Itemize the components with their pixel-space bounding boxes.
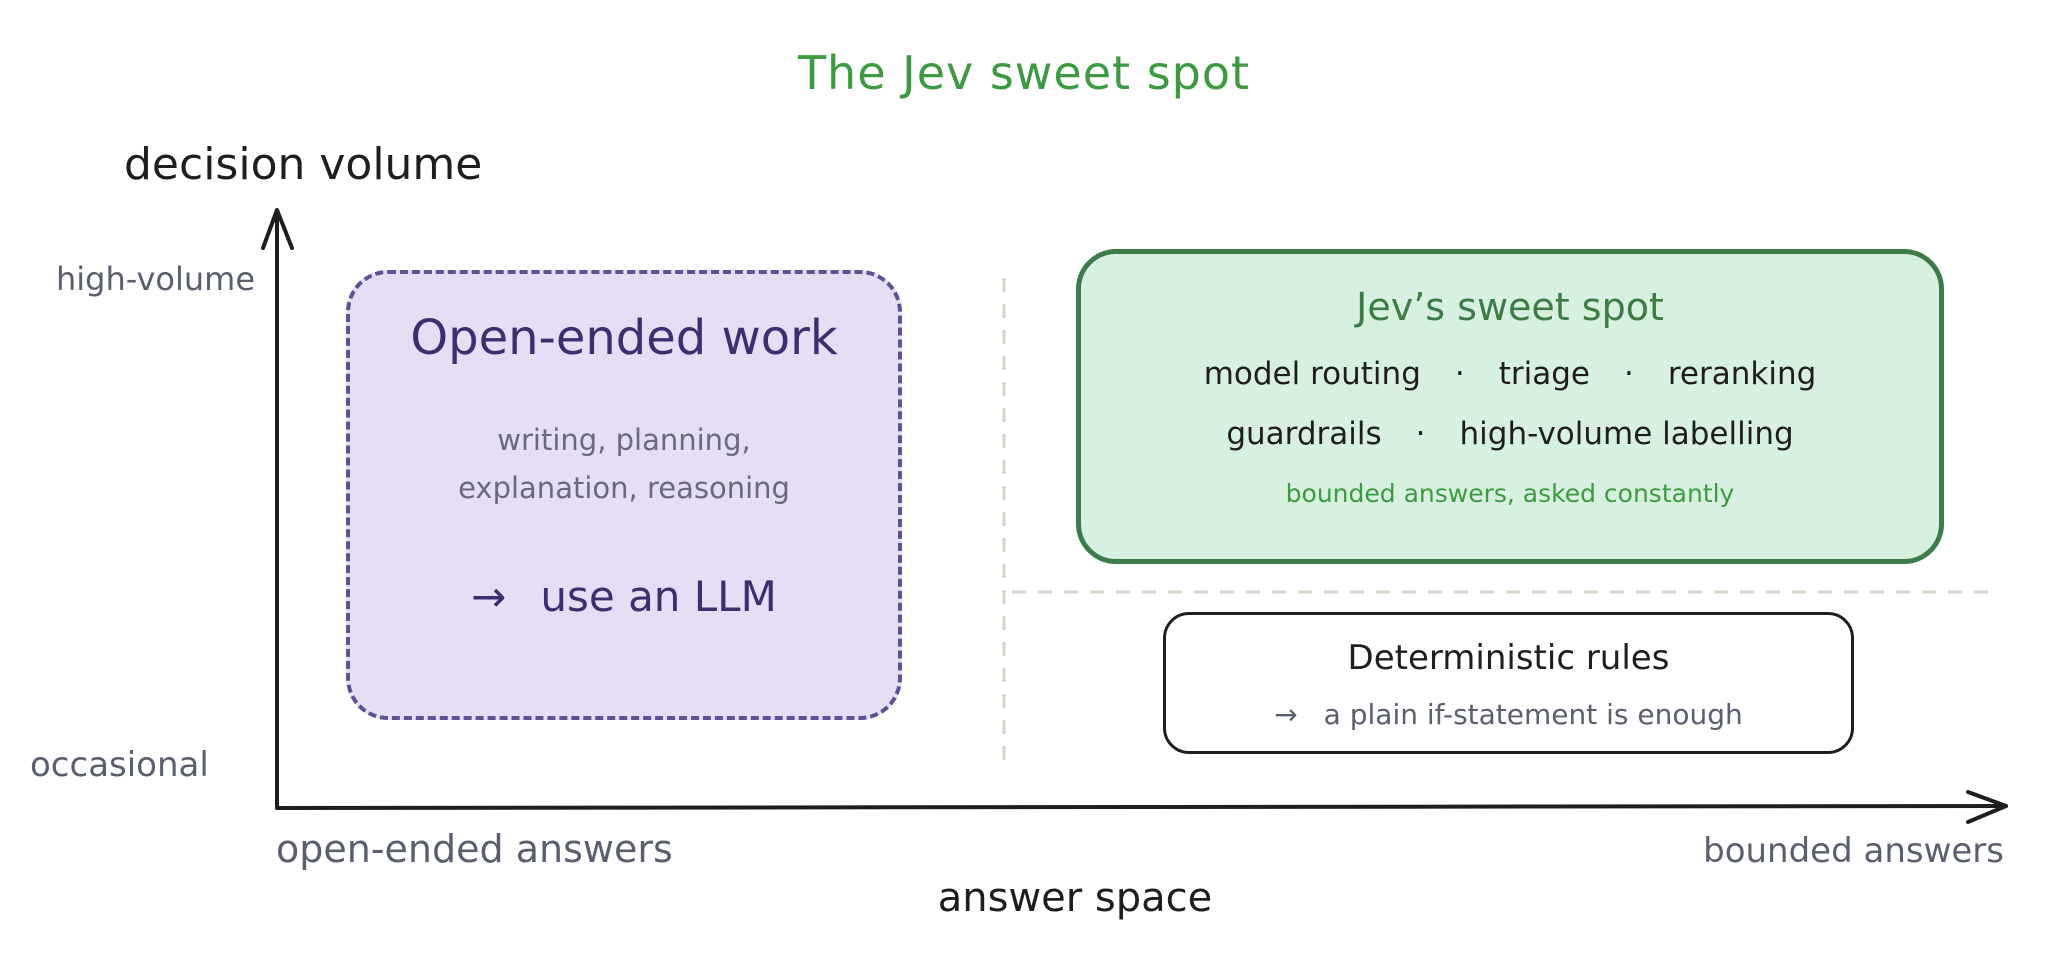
- sweet-spot-card: Jev’s sweet spot model routing · triage · re…: [1076, 249, 1944, 564]
- open-ended-work-cta: →use an LLM: [350, 576, 898, 618]
- item-reranking: reranking: [1667, 356, 1817, 392]
- item-high-volume-labelling: high-volume labelling: [1459, 416, 1794, 452]
- item-model-routing: model routing: [1203, 356, 1421, 392]
- separator-dot: ·: [1624, 356, 1634, 392]
- deterministic-rules-note: → a plain if-statement is enough: [1166, 701, 1851, 729]
- deterministic-rules-card: Deterministic rules → a plain if-statemen…: [1163, 612, 1854, 754]
- separator-dot: ·: [1415, 416, 1426, 452]
- item-triage: triage: [1498, 356, 1590, 392]
- if-statement-label: a plain if-statement is enough: [1323, 698, 1743, 731]
- y-axis-low-label: occasional: [30, 745, 209, 785]
- x-axis-label: answer space: [937, 875, 1213, 921]
- x-axis-right-label: bounded answers: [1703, 831, 2004, 871]
- sweet-spot-items-row1: model routing · triage · reranking: [1081, 359, 1939, 390]
- diagram-title: The Jev sweet spot: [797, 46, 1251, 100]
- use-llm-label: use an LLM: [540, 572, 777, 621]
- x-axis-left-label: open-ended answers: [276, 827, 673, 871]
- sweet-spot-title: Jev’s sweet spot: [1356, 285, 1664, 329]
- right-arrow-icon: →: [1274, 698, 1298, 731]
- open-ended-work-card: Open-ended work writing, planning, expla…: [346, 270, 902, 720]
- open-ended-work-title: Open-ended work: [410, 310, 838, 366]
- right-arrow-icon: →: [471, 572, 507, 621]
- open-ended-work-description-line2: explanation, reasoning: [458, 471, 790, 505]
- open-ended-work-description-line1: writing, planning,: [497, 423, 751, 457]
- y-axis-high-label: high-volume: [56, 260, 255, 298]
- x-axis-arrowhead: [1966, 790, 2008, 824]
- y-axis-label: decision volume: [124, 139, 483, 190]
- sweet-spot-items-row2: guardrails · high-volume labelling: [1081, 419, 1939, 450]
- x-axis-line: [275, 804, 2008, 810]
- item-guardrails: guardrails: [1226, 416, 1382, 452]
- y-axis-arrowhead: [261, 208, 294, 250]
- separator-dot: ·: [1454, 356, 1465, 392]
- sweet-spot-note: bounded answers, asked constantly: [1285, 479, 1735, 508]
- deterministic-rules-title: Deterministic rules: [1347, 638, 1670, 678]
